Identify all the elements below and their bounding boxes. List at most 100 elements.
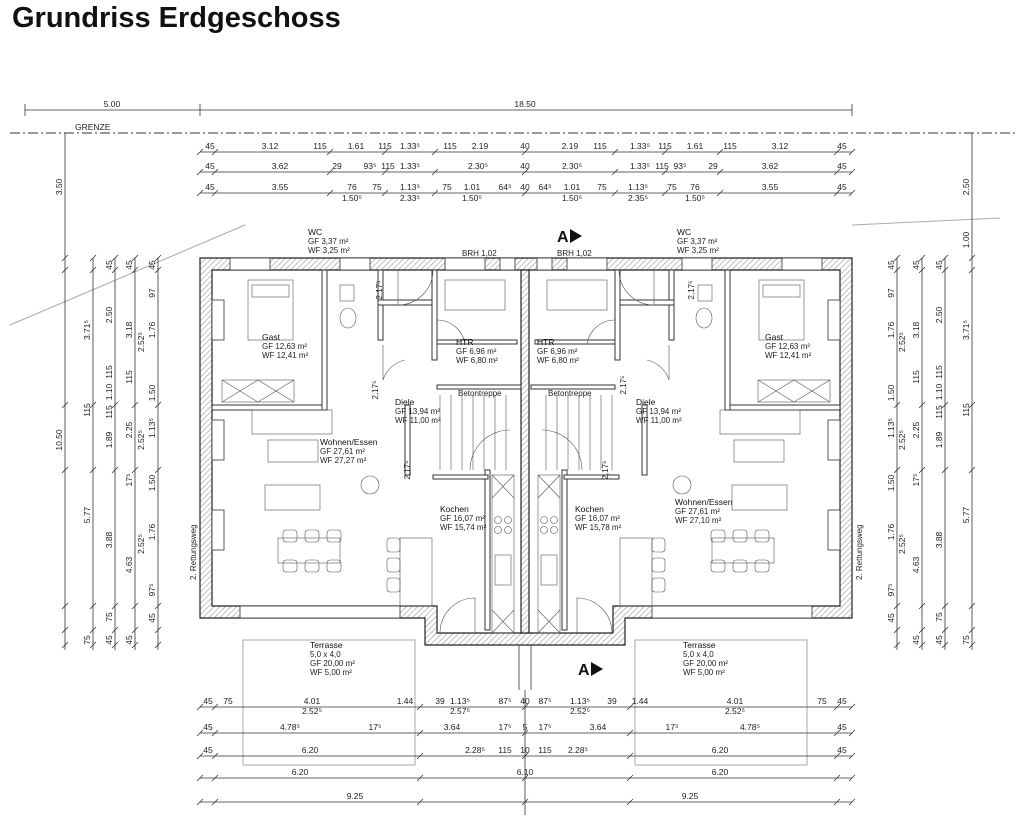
dimension-tick <box>196 798 204 806</box>
door-height-label: 2,17⁵ <box>687 281 696 300</box>
interior-wall <box>431 269 438 361</box>
sofa <box>719 409 801 435</box>
chair <box>326 559 342 573</box>
dimension-tick <box>918 401 926 409</box>
round-table <box>360 475 380 495</box>
dim-label: 75 <box>104 612 114 622</box>
chair <box>710 559 726 573</box>
dim-label: 17⁵ <box>539 722 552 732</box>
chair <box>282 559 298 573</box>
stove-burner <box>550 516 558 524</box>
dim-label: 75 <box>82 635 92 645</box>
dimension-tick <box>968 466 976 474</box>
dimension-tick <box>611 189 619 197</box>
kitchen-island <box>619 537 653 607</box>
dim-label: 45 <box>104 635 114 645</box>
terrace-left-outline <box>242 639 416 766</box>
dimension-tick <box>661 168 669 176</box>
dim-label: 115 <box>655 161 669 171</box>
dim-label: 75 <box>817 696 827 706</box>
dim-label: 115 <box>934 405 944 419</box>
dim-label: 6.20 <box>712 767 729 777</box>
dim-label: 45 <box>837 745 847 755</box>
room-living-area: WF 11,00 m² <box>395 416 441 425</box>
dimension-tick <box>848 168 856 176</box>
dimension-tick <box>968 602 976 610</box>
dim-label: 45 <box>203 722 213 732</box>
window <box>211 299 225 341</box>
dim-label: 1.33⁵ <box>630 161 650 171</box>
dim-label: 9.25 <box>347 791 364 801</box>
dim-label: 2.19 <box>472 141 489 151</box>
dim-label: 5.77 <box>961 506 971 523</box>
kitchen-counter <box>491 474 515 634</box>
dim-label: 115 <box>104 365 114 379</box>
room-living-area: WF 6,80 m² <box>537 356 579 365</box>
dim-label: 45 <box>886 613 896 623</box>
dimension-tick <box>111 254 119 262</box>
dim-label: 2.19 <box>562 141 579 151</box>
dim-label: 17⁵ <box>124 474 134 487</box>
dimension-tick <box>381 148 389 156</box>
room-living-area: WF 3,25 m² <box>308 246 350 255</box>
dim-label: 1.50 <box>886 474 896 491</box>
dim-label: 4.78⁵ <box>280 722 300 732</box>
window <box>781 257 823 271</box>
dimension-tick <box>626 729 634 737</box>
wardrobe-cross <box>221 379 295 403</box>
room-gross-area: GF 12,63 m² <box>765 342 810 351</box>
dim-label: 115 <box>124 370 134 384</box>
dimension-tick <box>154 602 162 610</box>
interior-wall <box>563 474 620 480</box>
dimension-tick <box>941 626 949 634</box>
dimension-tick <box>211 798 219 806</box>
dining-table <box>711 537 775 564</box>
dimension-tick <box>61 266 69 274</box>
dimension-tick <box>941 641 949 649</box>
dim-label: 2.28⁵ <box>568 745 588 755</box>
toilet <box>339 307 357 329</box>
dimension-tick <box>626 774 634 782</box>
dimension-tick <box>893 401 901 409</box>
room-size: 5,0 x 4,0 <box>683 650 714 659</box>
dim-label: 45 <box>147 613 157 623</box>
dim-label: 1.50⁵ <box>462 193 482 203</box>
wardrobe <box>221 379 295 403</box>
dim-label: 1.13⁵ <box>147 418 157 438</box>
room-name: Wohnen/Essen <box>675 497 733 507</box>
room-name: Diele <box>636 397 656 407</box>
dim-label: 115 <box>723 141 737 151</box>
room-name: Terrasse <box>683 640 716 650</box>
room-name: Kochen <box>440 504 469 514</box>
dim-label: 2.57⁵ <box>450 706 470 716</box>
dimension-tick <box>431 168 439 176</box>
dim-label: 75 <box>223 696 233 706</box>
window <box>651 605 813 619</box>
dimension-tick <box>716 148 724 156</box>
dim-label: 45 <box>147 260 157 270</box>
washbasin <box>697 284 713 302</box>
dim-label: 115 <box>381 161 395 171</box>
dimension-tick <box>416 729 424 737</box>
dim-label: 1.61 <box>687 141 704 151</box>
dim-label: 93⁵ <box>674 161 687 171</box>
furniture <box>221 279 831 634</box>
stove-burner <box>494 526 502 534</box>
dimension-tick <box>968 626 976 634</box>
dimension-tick <box>941 466 949 474</box>
dimension-tick <box>833 703 841 711</box>
dim-label: 3.64 <box>590 722 607 732</box>
dimension-tick <box>211 703 219 711</box>
interior-wall <box>614 269 621 361</box>
dim-label: 97 <box>886 288 896 298</box>
dim-label: 1.50⁵ <box>342 193 362 203</box>
dim-label: 87⁵ <box>539 696 552 706</box>
dim-label: 1.76 <box>886 321 896 338</box>
room-living-area: WF 27,10 m² <box>675 516 722 525</box>
dimension-tick <box>131 626 139 634</box>
room-living-area: WF 5,00 m² <box>310 668 352 677</box>
